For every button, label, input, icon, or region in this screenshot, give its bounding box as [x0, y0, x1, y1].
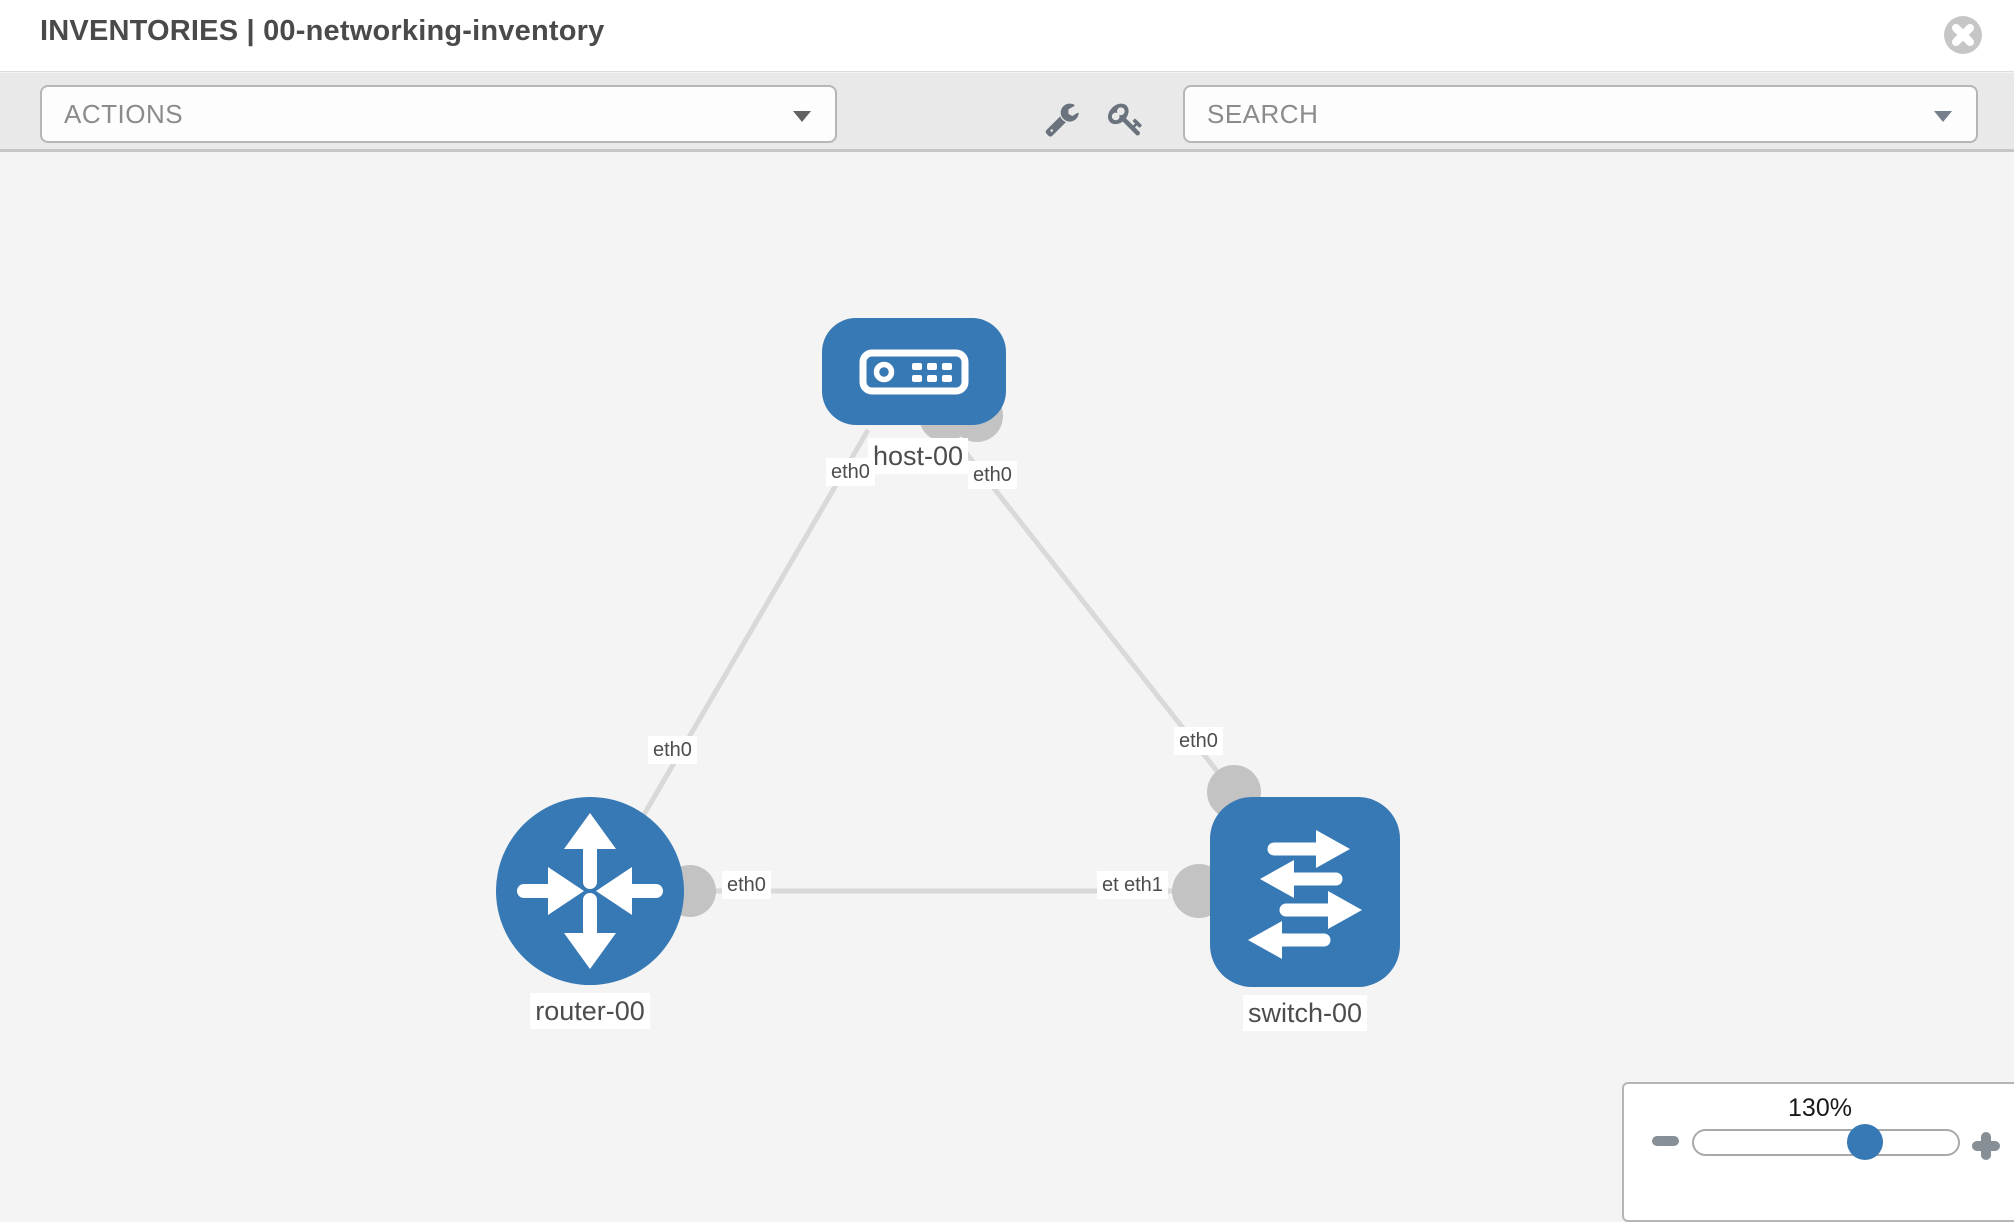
- actions-dropdown-label: ACTIONS: [64, 98, 184, 129]
- zoom-control-panel: 130%: [1622, 1082, 2014, 1222]
- configure-button[interactable]: [1040, 98, 1084, 142]
- iface-label-host-eth0-right: eth0: [968, 461, 1017, 489]
- iface-label-host-eth0-left: eth0: [826, 458, 875, 486]
- zoom-slider-thumb[interactable]: [1847, 1124, 1883, 1160]
- zoom-in-button[interactable]: [1966, 1121, 2006, 1161]
- chevron-down-icon: [1934, 111, 1952, 122]
- node-host-00[interactable]: [822, 318, 1006, 425]
- iface-label-router-eth0: eth0: [722, 871, 771, 899]
- wrench-icon: [1045, 103, 1079, 137]
- router-icon: [517, 813, 663, 969]
- iface-label-switch-eth1: eth1: [1119, 871, 1168, 899]
- credentials-button[interactable]: [1104, 98, 1148, 142]
- topology-canvas[interactable]: [0, 152, 2014, 1200]
- page-title: INVENTORIES | 00-networking-inventory: [40, 15, 605, 47]
- header: INVENTORIES | 00-networking-inventory: [0, 0, 2014, 72]
- server-icon: [859, 349, 969, 394]
- node-label-host: host-00: [867, 438, 969, 475]
- iface-label-router-eth0-uplink: eth0: [648, 736, 697, 764]
- search-dropdown[interactable]: SEARCH: [1183, 85, 1978, 143]
- node-label-switch: switch-00: [1242, 995, 1368, 1032]
- toolbar: ACTIONS SEARCH: [0, 73, 2014, 152]
- close-icon: [1944, 16, 1982, 54]
- chevron-down-icon: [793, 111, 811, 122]
- actions-dropdown[interactable]: ACTIONS: [40, 85, 837, 143]
- node-router-00[interactable]: [496, 797, 684, 985]
- iface-label-switch-eth0-uplink: eth0: [1174, 727, 1223, 755]
- switch-icon: [1248, 830, 1362, 959]
- key-icon: [1108, 103, 1142, 136]
- zoom-out-button[interactable]: [1652, 1136, 1679, 1146]
- node-switch-00[interactable]: [1210, 797, 1400, 987]
- node-label-router: router-00: [530, 993, 650, 1030]
- zoom-slider-track[interactable]: [1692, 1129, 1960, 1156]
- close-button[interactable]: [1944, 16, 1982, 54]
- zoom-level-value: 130%: [1788, 1094, 1852, 1122]
- search-placeholder: SEARCH: [1207, 98, 1319, 129]
